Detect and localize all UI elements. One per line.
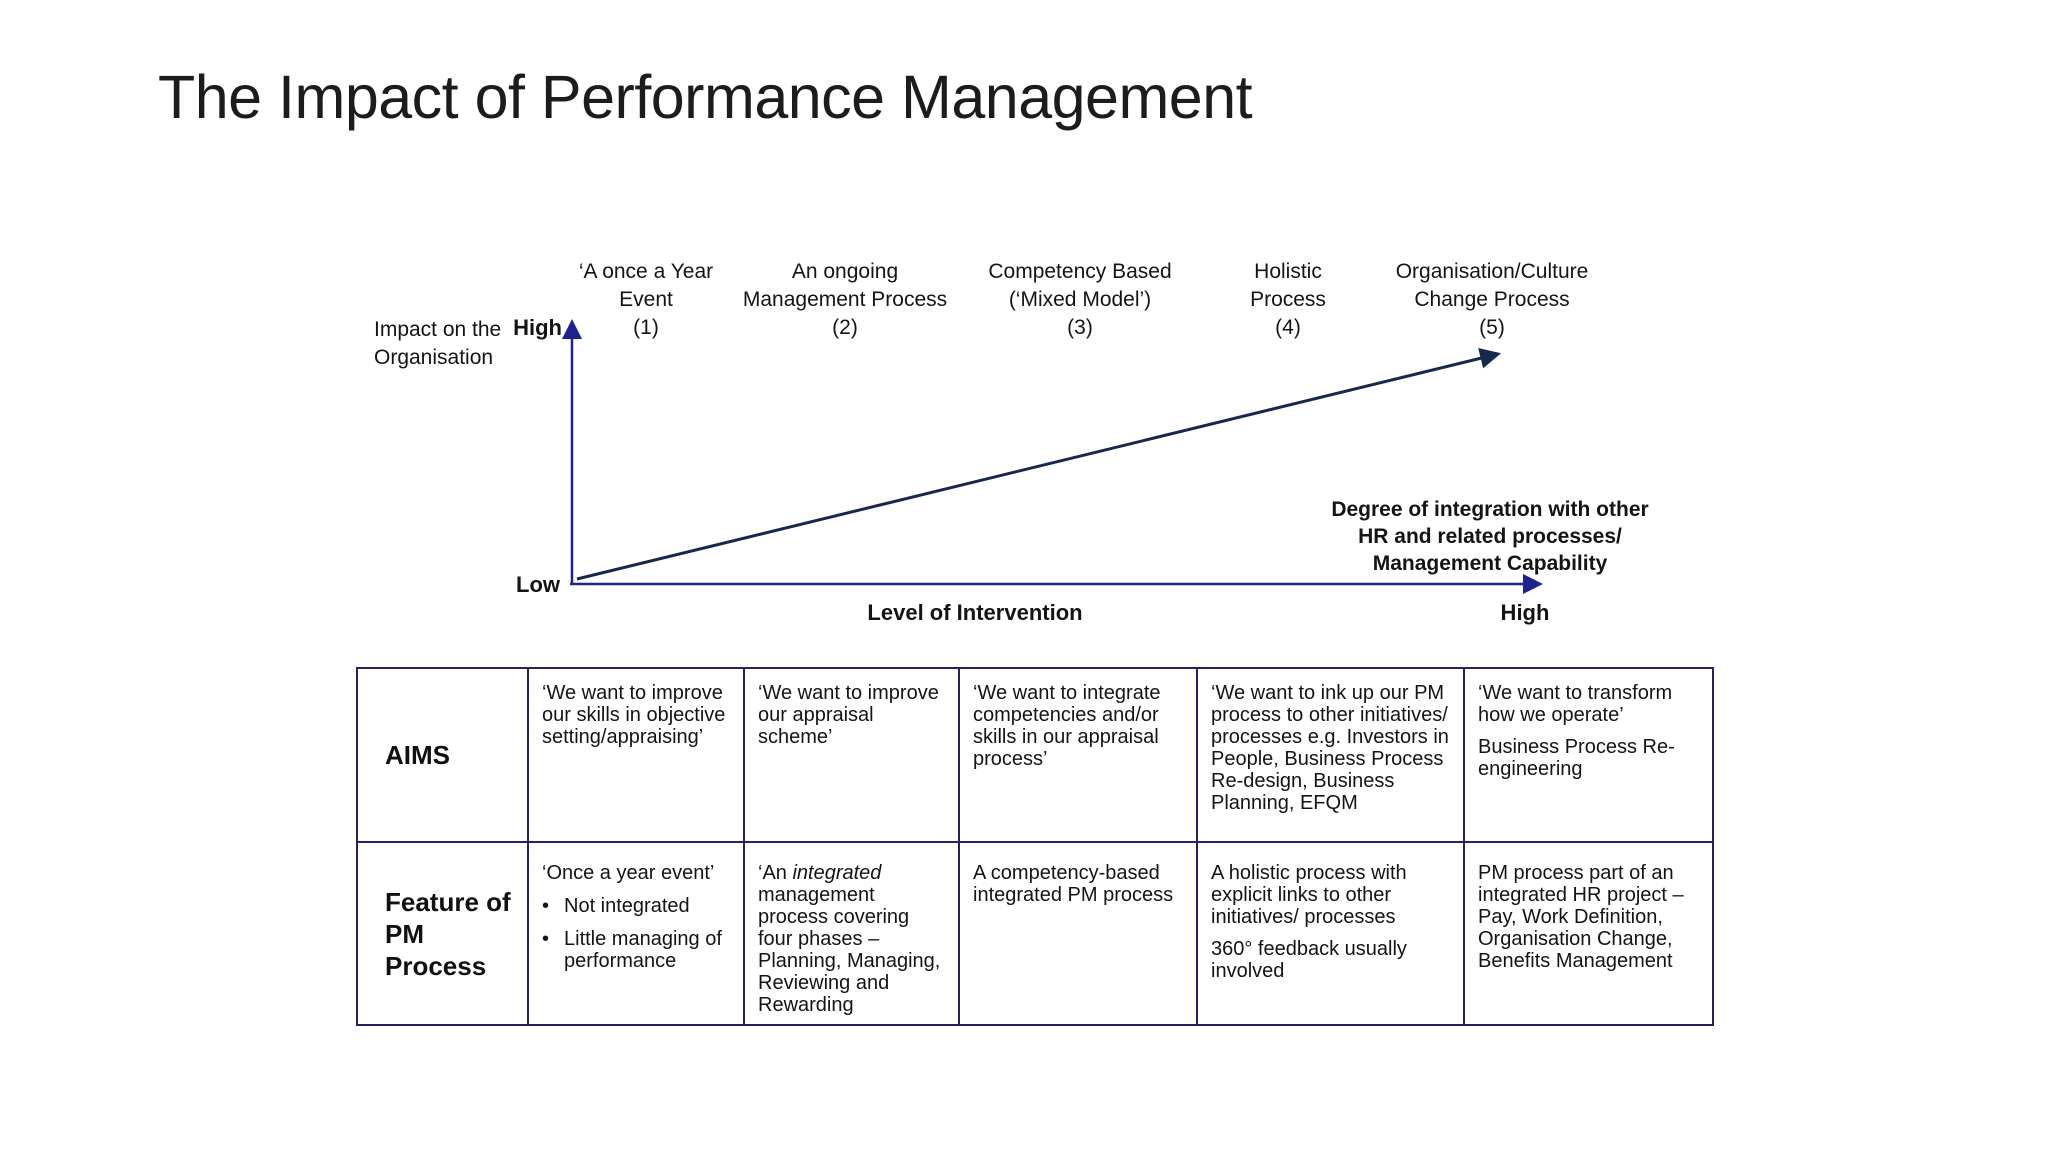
feature-cell-stage2: ‘An integrated management process coveri… [743,841,960,1026]
stage-5-number: (5) [1479,316,1505,339]
stage-1-number: (1) [633,316,659,339]
stage-1-label: ‘A once a Year Event (1) [579,258,713,342]
feature-cell-stage3-text: A competency-based integrated PM process [973,862,1174,906]
feature-cell-stage4-p2: 360° feedback usually involved [1211,938,1407,982]
integration-note: Degree of integration with other HR and … [1331,496,1648,577]
stage-1-line2: Event [619,288,673,311]
feature-cell-stage4-p1: A holistic process with explicit links t… [1211,862,1407,928]
feature-stage1-bullet-2-text: Little managing of performance [564,928,722,972]
stage-5-label: Organisation/Culture Change Process (5) [1396,258,1589,342]
stage-5-line2: Change Process [1414,288,1570,311]
stage-5-line1: Organisation/Culture [1395,260,1589,283]
page-title: The Impact of Performance Management [158,63,1253,131]
bullet-icon [542,928,564,972]
row-header-aims: AIMS [356,667,529,843]
table-row-aims: AIMS ‘We want to improve our skills in o… [356,667,1714,843]
impact-trend-arrow [576,348,1502,581]
integration-note-line2: HR and related processes/ [1358,525,1622,548]
integration-note-line1: Degree of integration with other [1331,498,1649,521]
stage-2-number: (2) [832,316,858,339]
pm-comparison-table: AIMS ‘We want to improve our skills in o… [356,667,1714,1026]
feature-stage1-bullet-1: Not integrated [542,895,731,917]
stage-3-line2: (‘Mixed Model’) [1008,288,1152,311]
aims-cell-stage5-note: Business Process Re-engineering [1478,736,1675,780]
feature-cell-stage2-text: ‘An integrated management process coveri… [758,862,946,1016]
aims-cell-stage5: ‘We want to transform how we operate’ Bu… [1463,667,1714,843]
y-axis-label: Impact on the Organisation [374,316,501,372]
table-row-feature: Feature of PM Process ‘Once a year event… [356,841,1714,1026]
feature-cell-stage5-text: PM process part of an integrated HR proj… [1478,862,1684,972]
integration-note-line3: Management Capability [1372,552,1608,575]
row-header-feature: Feature of PM Process [356,841,529,1026]
aims-cell-stage1: ‘We want to improve our skills in object… [527,667,745,843]
feature-cell-stage5: PM process part of an integrated HR proj… [1463,841,1714,1026]
aims-cell-stage2: ‘We want to improve our appraisal scheme… [743,667,960,843]
aims-cell-stage5-quote: ‘We want to transform how we operate’ [1478,682,1673,726]
feature-stage1-bullet-2: Little managing of performance [542,928,731,972]
stage-2-label: An ongoing Management Process (2) [743,258,947,342]
stage-3-label: Competency Based (‘Mixed Model’) (3) [988,258,1171,342]
bullet-icon [542,895,564,917]
aims-cell-stage4-text: ‘We want to ink up our PM process to oth… [1211,682,1449,814]
stage-4-line1: Holistic [1254,260,1322,283]
stage-3-line1: Competency Based [988,260,1172,283]
y-axis-label-line1: Impact on the [374,318,502,341]
feature-cell-stage4: A holistic process with explicit links t… [1196,841,1465,1026]
feature-stage2-italic: integrated [792,862,882,884]
feature-stage1-bullet-1-text: Not integrated [564,895,690,917]
y-axis-high-label: High [513,315,562,340]
y-axis-label-line2: Organisation [374,346,494,369]
feature-stage2-pre: ‘An [758,862,793,884]
stage-4-number: (4) [1275,316,1301,339]
feature-cell-stage1: ‘Once a year event’ Not integrated Littl… [527,841,745,1026]
stage-4-line2: Process [1250,288,1326,311]
stage-4-label: Holistic Process (4) [1250,258,1326,342]
stage-3-number: (3) [1067,316,1093,339]
feature-cell-stage3: A competency-based integrated PM process [958,841,1198,1026]
aims-cell-stage1-text: ‘We want to improve our skills in object… [542,682,726,748]
x-axis-high-label: High [1500,600,1550,625]
aims-cell-stage3: ‘We want to integrate competencies and/o… [958,667,1198,843]
aims-cell-stage4: ‘We want to ink up our PM process to oth… [1196,667,1465,843]
y-axis-low-label: Low [516,572,560,597]
stage-1-line1: ‘A once a Year [578,260,714,283]
feature-cell-stage1-quote: ‘Once a year event’ [542,862,715,884]
stage-2-line2: Management Process [742,288,948,311]
feature-stage2-post: management process covering four phases … [758,884,941,1016]
stage-2-line1: An ongoing [791,260,899,283]
aims-cell-stage2-text: ‘We want to improve our appraisal scheme… [758,682,939,748]
x-axis-label: Level of Intervention [867,600,1083,625]
aims-cell-stage3-text: ‘We want to integrate competencies and/o… [973,682,1161,770]
